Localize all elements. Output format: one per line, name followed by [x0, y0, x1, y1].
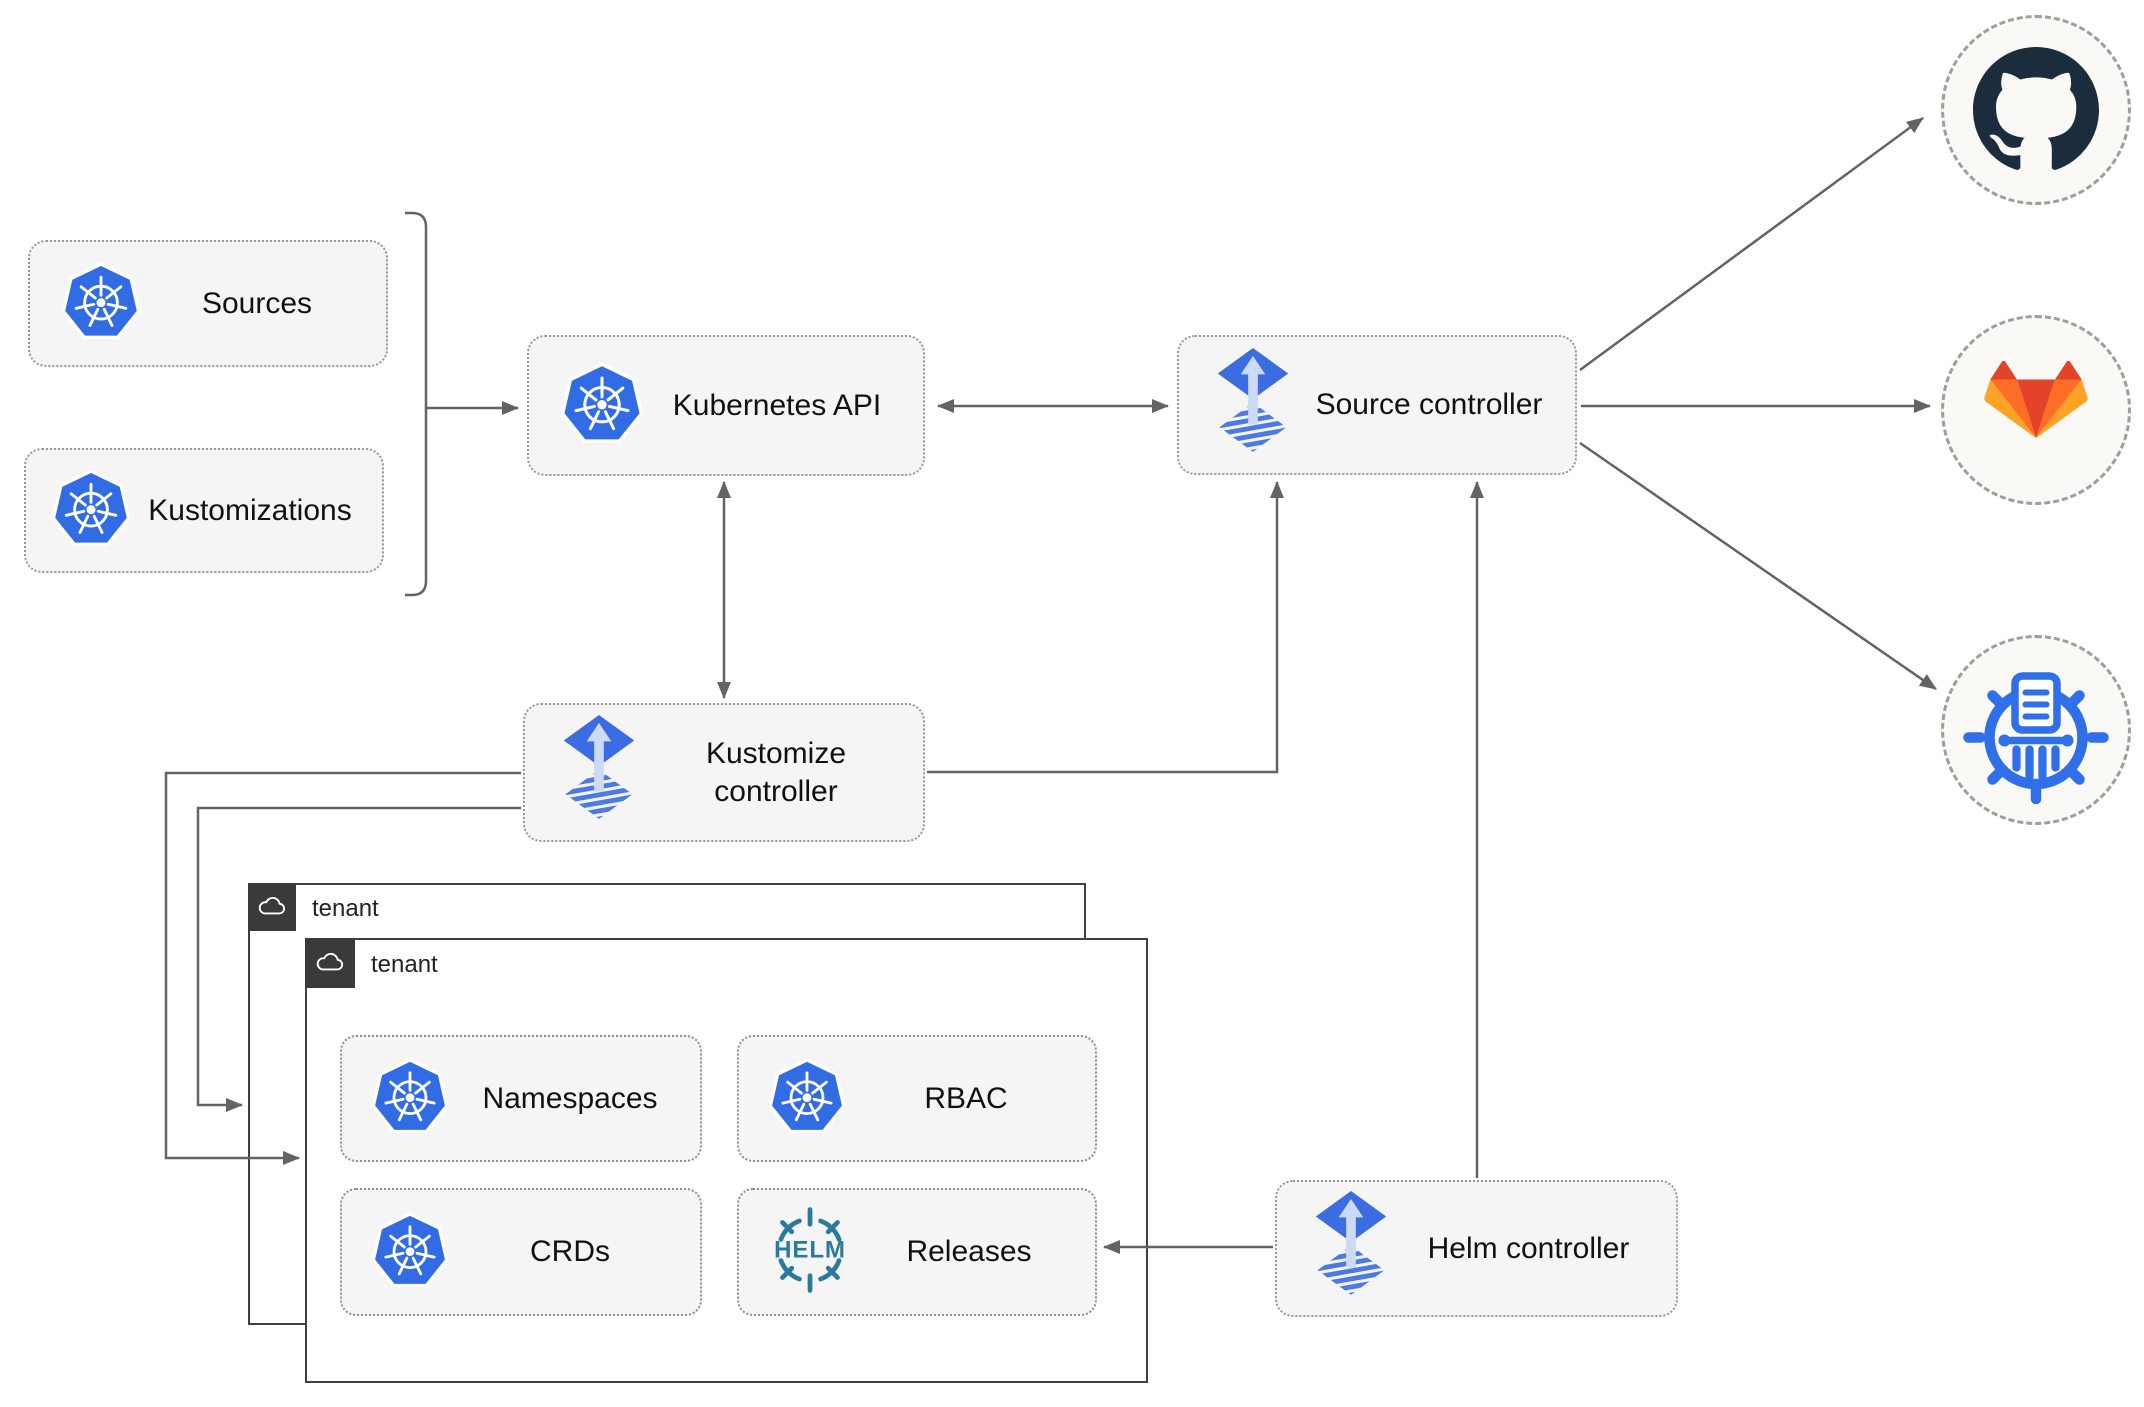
tenant-label-back: tenant	[312, 895, 379, 922]
helm-icon: HELM	[767, 1202, 853, 1303]
cloud-icon	[314, 947, 346, 979]
kubernetes-icon	[767, 1056, 847, 1141]
source-controller-label: Source controller	[1315, 388, 1543, 421]
rbac-box: RBAC	[737, 1035, 1097, 1162]
chartmuseum-icon	[1961, 655, 2111, 805]
kubernetes-icon	[50, 467, 132, 554]
arrow-kustomize-controller-to-source-controller	[927, 481, 1284, 774]
cloud-icon	[256, 891, 288, 923]
chart-repository-endpoint	[1941, 635, 2131, 825]
tenant-label-front: tenant	[371, 951, 438, 978]
kustomizations-box: Kustomizations	[24, 448, 384, 573]
source-controller-box: Source controller	[1177, 335, 1577, 475]
namespaces-label: Namespaces	[482, 1081, 658, 1115]
helm-logo-text: HELM	[774, 1236, 846, 1263]
flux-icon	[555, 715, 643, 830]
kustomizations-label: Kustomizations	[148, 493, 352, 527]
kustomize-controller-box: Kustomize controller	[523, 703, 925, 842]
releases-box: HELM Releases	[737, 1188, 1097, 1316]
flux-icon	[1307, 1191, 1395, 1306]
namespaces-box: Namespaces	[340, 1035, 702, 1162]
kubernetes-icon	[370, 1056, 450, 1141]
crds-box: CRDs	[340, 1188, 702, 1316]
tenant-badge-front	[305, 938, 355, 988]
arrow-source-controller-to-github	[1579, 116, 1924, 372]
helm-controller-box: Helm controller	[1275, 1180, 1678, 1317]
sources-label: Sources	[201, 286, 313, 320]
flux-icon	[1209, 348, 1297, 463]
kubernetes-api-box: Kubernetes API	[527, 335, 925, 476]
sources-box: Sources	[28, 240, 388, 367]
kubernetes-api-label: Kubernetes API	[672, 388, 882, 422]
helm-controller-label: Helm controller	[1427, 1231, 1630, 1265]
gitlab-icon	[1984, 361, 2088, 460]
tenant-badge-back	[248, 883, 296, 931]
github-endpoint	[1941, 15, 2131, 205]
rbac-label: RBAC	[924, 1081, 1008, 1115]
kustomize-controller-label: Kustomize controller	[705, 736, 847, 808]
gitlab-endpoint	[1941, 315, 2131, 505]
github-icon	[1973, 47, 2099, 173]
kubernetes-icon	[559, 360, 645, 451]
crds-label: CRDs	[530, 1235, 610, 1268]
kubernetes-icon	[60, 260, 142, 347]
releases-label: Releases	[906, 1235, 1032, 1268]
sources-bracket	[405, 211, 428, 597]
kubernetes-icon	[370, 1210, 450, 1295]
arrow-source-controller-to-chart-repository	[1579, 441, 1937, 691]
